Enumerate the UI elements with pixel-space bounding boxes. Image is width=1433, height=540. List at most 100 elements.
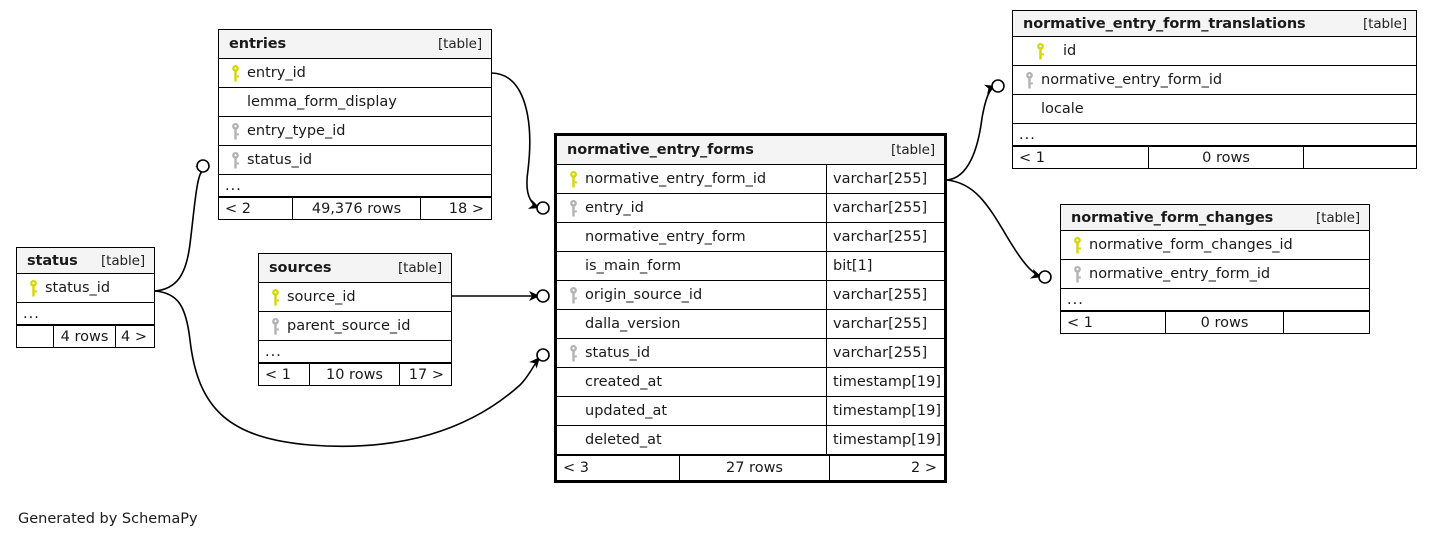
column-name: created_at — [585, 374, 663, 390]
table-entries[interactable]: entries [table] entry_id lemma_form_disp… — [218, 29, 492, 220]
column-cell: is_main_form — [557, 252, 826, 280]
more-columns-indicator: ... — [1061, 289, 1369, 311]
footer-parents-count: < 1 — [1067, 314, 1093, 331]
table-row[interactable]: created_at timestamp[19] — [557, 368, 944, 397]
table-row[interactable]: normative_entry_form_id varchar[255] — [557, 165, 944, 194]
table-normative-form-changes[interactable]: normative_form_changes [table] normative… — [1060, 204, 1370, 334]
footer-children-count: 2 > — [829, 456, 944, 480]
column-cell: normative_entry_form — [557, 223, 826, 251]
table-status[interactable]: status [table] status_id ... 4 rows 4 > — [16, 247, 155, 348]
foreign-key-icon — [563, 286, 583, 304]
table-row[interactable]: status_id varchar[255] — [557, 339, 944, 368]
column-cell: source_id — [259, 283, 451, 311]
column-type: varchar[255] — [826, 223, 944, 251]
table-row[interactable]: status_id — [17, 274, 154, 303]
foreign-key-icon — [225, 151, 245, 169]
primary-key-icon — [265, 288, 285, 306]
primary-key-icon — [23, 279, 43, 297]
more-columns-indicator: ... — [219, 175, 491, 197]
column-name: is_main_form — [585, 258, 682, 274]
more-columns-indicator: ... — [259, 341, 451, 363]
column-cell: entry_type_id — [219, 117, 491, 145]
table-type-tag: [table] — [397, 260, 442, 276]
column-name: locale — [1041, 101, 1084, 117]
column-name: normative_entry_form_id — [1089, 266, 1271, 282]
table-row[interactable]: locale — [1013, 95, 1416, 124]
footer-parents-count: < 3 — [563, 460, 589, 476]
column-name: dalla_version — [585, 316, 681, 332]
table-row[interactable]: normative_entry_form_id — [1061, 260, 1369, 289]
table-type-tag: [table] — [1362, 15, 1407, 32]
column-name: status_id — [247, 152, 313, 168]
table-row[interactable]: origin_source_id varchar[255] — [557, 281, 944, 310]
footer-row-count: 0 rows — [1165, 312, 1283, 333]
table-row[interactable]: updated_at timestamp[19] — [557, 397, 944, 426]
column-cell: status_id — [219, 146, 491, 174]
primary-key-icon — [1019, 42, 1061, 60]
footer-row-count: 27 rows — [679, 456, 829, 480]
table-footer: 4 rows 4 > — [17, 325, 154, 347]
column-type: varchar[255] — [826, 165, 944, 193]
table-row[interactable]: entry_id — [219, 59, 491, 88]
column-name: status_id — [585, 345, 651, 361]
table-type-tag: [table] — [437, 36, 482, 52]
more-columns-indicator: ... — [17, 303, 154, 325]
foreign-key-icon — [563, 199, 583, 217]
column-name: status_id — [45, 280, 111, 296]
edge-status-to-entries — [154, 159, 210, 292]
table-row[interactable]: entry_id varchar[255] — [557, 194, 944, 223]
column-cell: deleted_at — [557, 426, 826, 454]
footer-row-count: 49,376 rows — [292, 198, 420, 219]
column-type: bit[1] — [826, 252, 944, 280]
column-type: timestamp[19] — [826, 368, 944, 396]
table-row[interactable]: entry_type_id — [219, 117, 491, 146]
table-row[interactable]: deleted_at timestamp[19] — [557, 426, 944, 455]
column-cell: id — [1013, 37, 1416, 65]
foreign-key-icon — [563, 344, 583, 362]
column-cell: parent_source_id — [259, 312, 451, 340]
footer-children-count — [1303, 147, 1416, 168]
table-header-status: status [table] — [17, 248, 154, 274]
column-cell: dalla_version — [557, 310, 826, 338]
footer-children-count: 17 > — [399, 364, 451, 385]
table-row[interactable]: dalla_version varchar[255] — [557, 310, 944, 339]
table-header-normative-entry-form-translations: normative_entry_form_translations [table… — [1013, 11, 1416, 37]
table-title: status — [27, 252, 78, 269]
table-row[interactable]: parent_source_id — [259, 312, 451, 341]
table-normative-entry-forms[interactable]: normative_entry_forms [table] normative_… — [554, 133, 947, 483]
column-cell: normative_form_changes_id — [1061, 231, 1369, 259]
table-title: normative_form_changes — [1071, 209, 1274, 226]
table-type-tag: [table] — [100, 252, 145, 269]
table-row[interactable]: source_id — [259, 283, 451, 312]
table-normative-entry-form-translations[interactable]: normative_entry_form_translations [table… — [1012, 10, 1417, 169]
footer-parents-count: < 2 — [225, 200, 251, 217]
table-row[interactable]: is_main_form bit[1] — [557, 252, 944, 281]
foreign-key-icon — [265, 317, 285, 335]
table-row[interactable]: status_id — [219, 146, 491, 175]
table-row[interactable]: normative_entry_form varchar[255] — [557, 223, 944, 252]
table-title: normative_entry_forms — [567, 142, 754, 158]
footer-parents-count: < 1 — [1019, 149, 1045, 166]
table-sources[interactable]: sources [table] source_id parent_source_… — [258, 253, 452, 386]
table-row[interactable]: id — [1013, 37, 1416, 66]
edge-normative-entry-forms-to-form-changes — [946, 179, 1052, 284]
column-cell: locale — [1013, 95, 1416, 123]
table-row[interactable]: lemma_form_display — [219, 88, 491, 117]
footer-row-count: 10 rows — [309, 364, 399, 385]
column-name: normative_form_changes_id — [1089, 237, 1293, 253]
column-name: normative_entry_form — [585, 229, 746, 245]
column-name: entry_id — [247, 65, 306, 81]
table-row[interactable]: normative_form_changes_id — [1061, 231, 1369, 260]
column-name: entry_id — [585, 200, 644, 216]
table-row[interactable]: normative_entry_form_id — [1013, 66, 1416, 95]
column-cell: origin_source_id — [557, 281, 826, 309]
column-type: varchar[255] — [826, 339, 944, 367]
table-footer: < 1 0 rows — [1013, 146, 1416, 168]
footer-parents-count — [17, 326, 53, 347]
column-name: parent_source_id — [287, 318, 411, 334]
table-title: entries — [229, 36, 286, 52]
column-cell: normative_entry_form_id — [1013, 66, 1416, 94]
column-type: varchar[255] — [826, 194, 944, 222]
column-type: timestamp[19] — [826, 426, 944, 454]
